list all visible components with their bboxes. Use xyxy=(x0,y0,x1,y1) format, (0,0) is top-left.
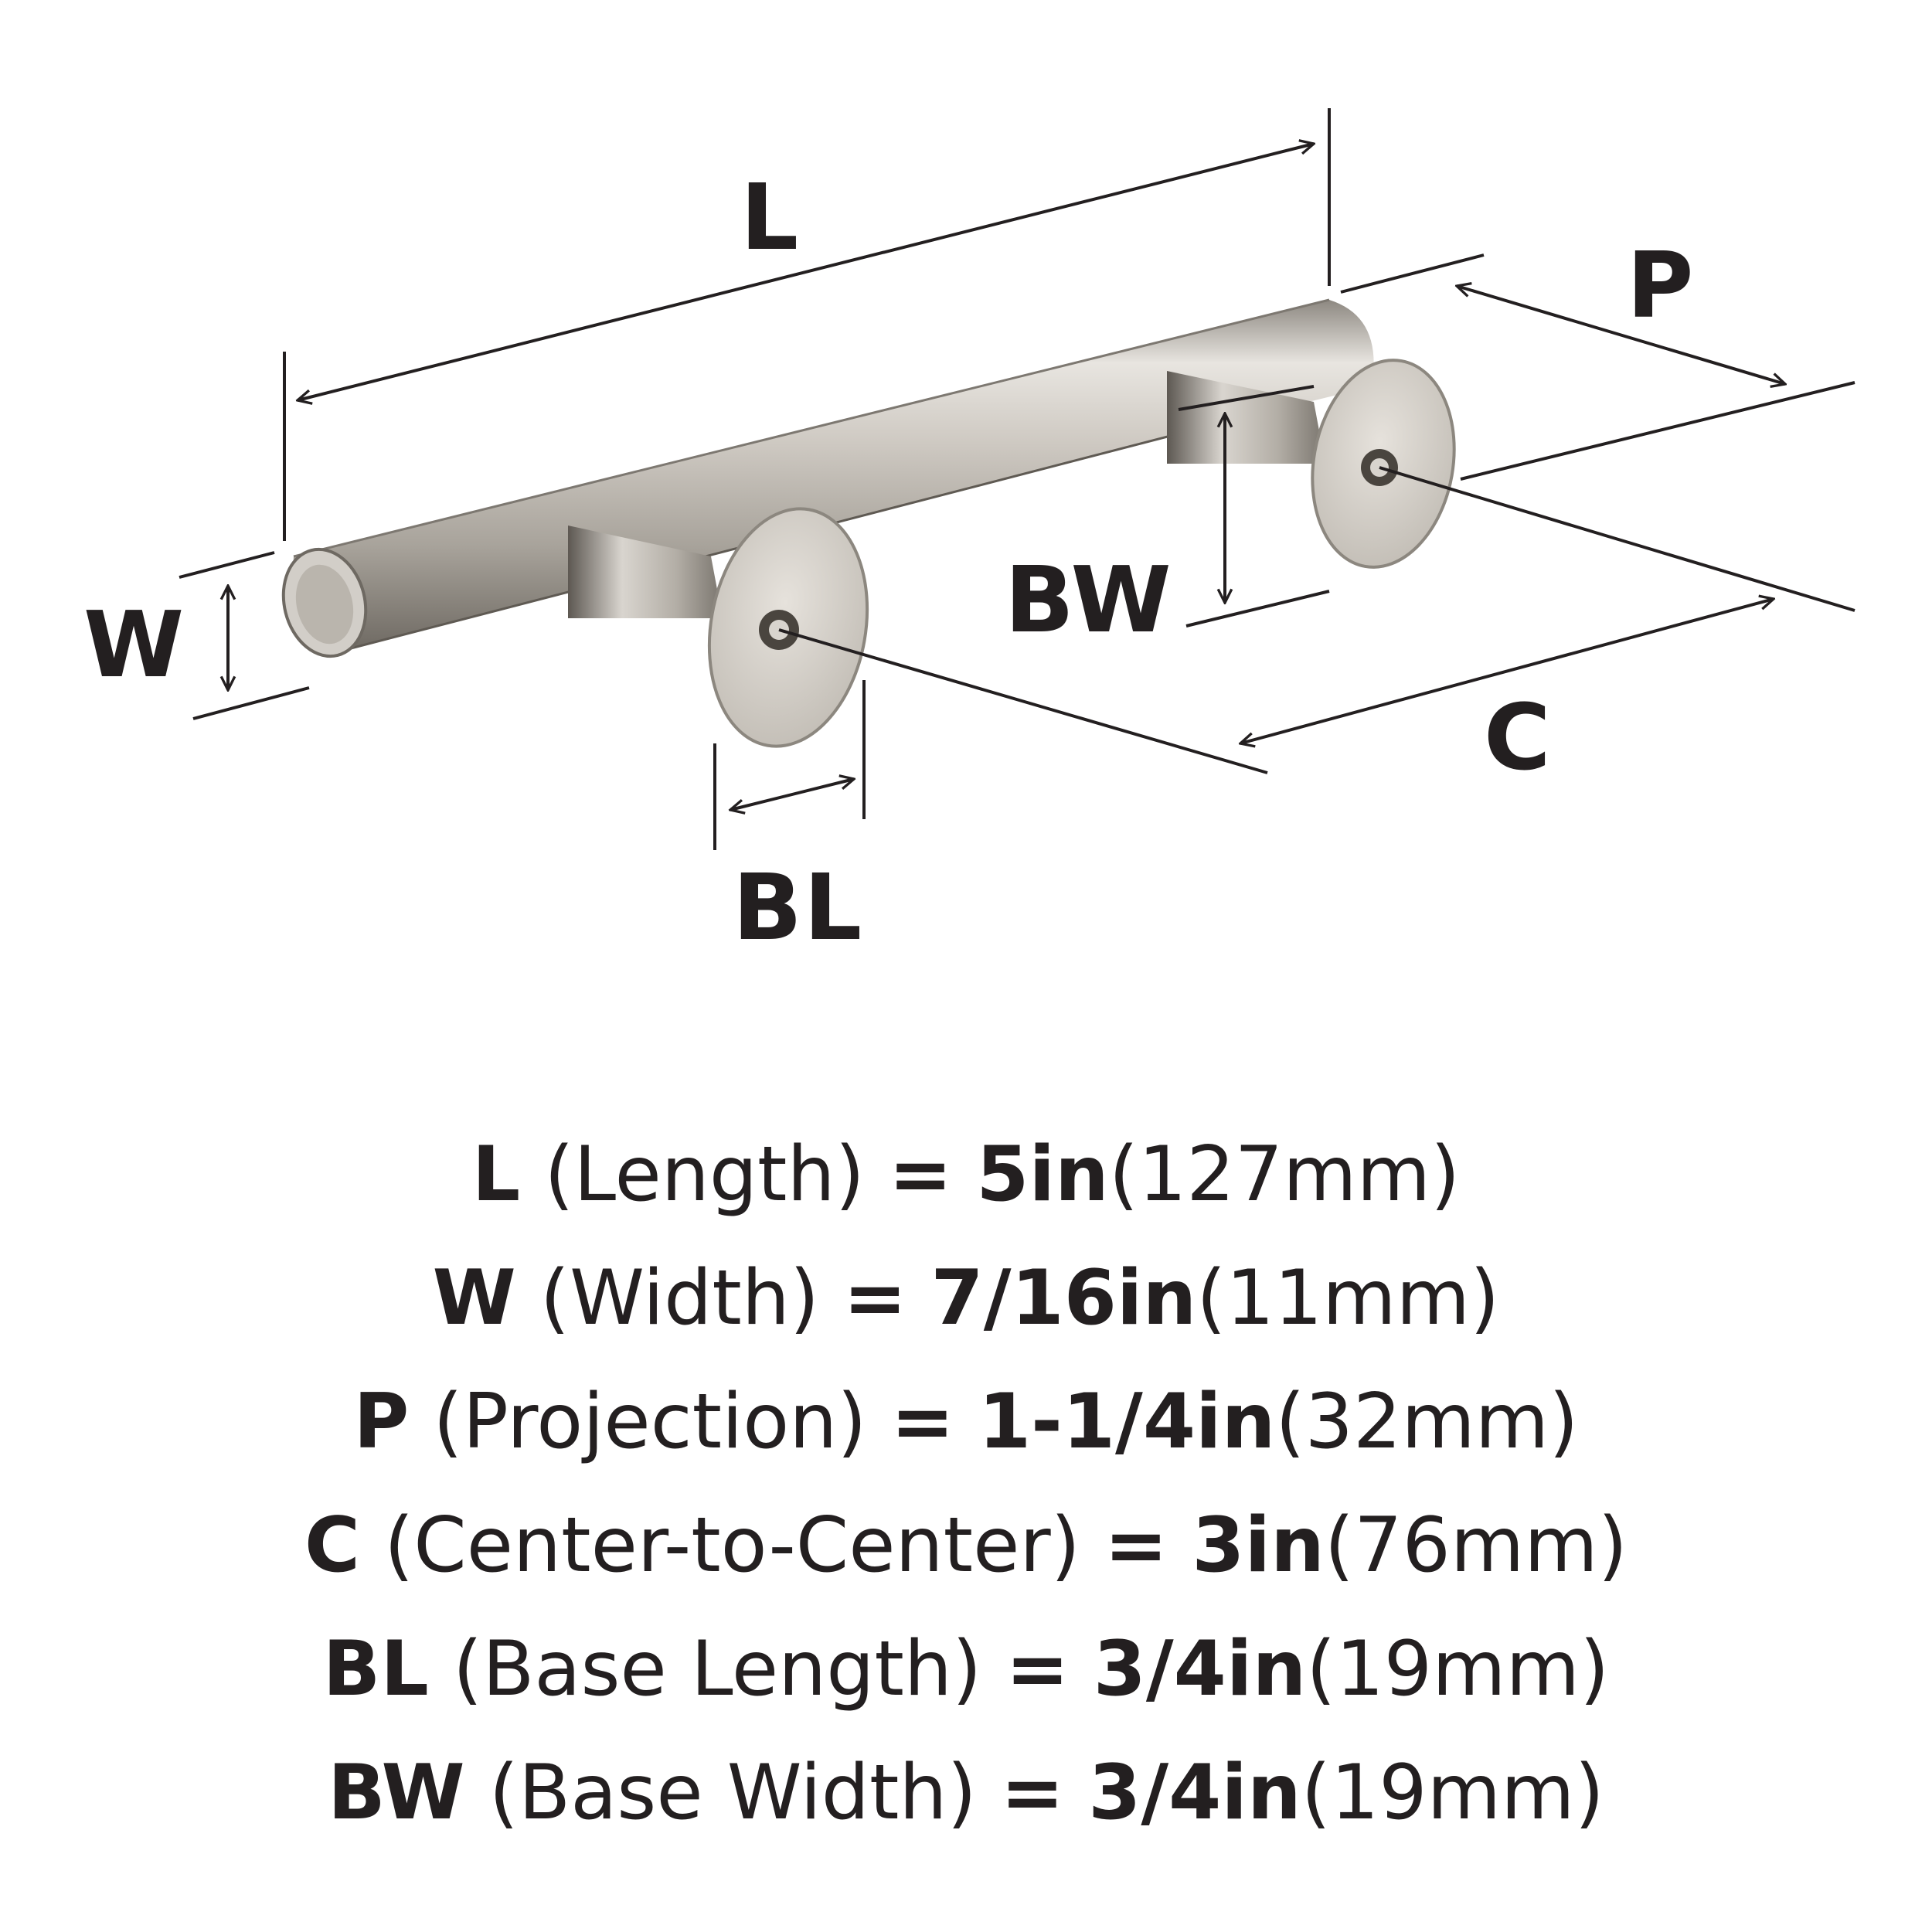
spec-imperial: 1-1/4in xyxy=(978,1378,1276,1466)
label-BW: BW xyxy=(1005,546,1173,653)
spec-name: (Length) xyxy=(544,1131,865,1219)
spec-code: P xyxy=(353,1378,410,1466)
left-post xyxy=(568,507,869,748)
dimension-diagram: L P W BW C BL xyxy=(83,108,1855,961)
spec-equals: = xyxy=(888,1131,953,1219)
spec-equals: = xyxy=(843,1254,907,1342)
label-L: L xyxy=(740,164,801,270)
spec-row-base-length: BL (Base Length) = 3/4in(19mm) xyxy=(0,1607,1932,1731)
spec-name: (Center-to-Center) xyxy=(384,1502,1080,1590)
bar-pull-drawing xyxy=(179,108,1855,850)
spec-row-width: W (Width) = 7/16in(11mm) xyxy=(0,1236,1932,1360)
spec-name: (Projection) xyxy=(433,1378,867,1466)
spec-code: L xyxy=(471,1131,521,1219)
spec-code: BL xyxy=(322,1625,429,1713)
spec-row-center-to-center: C (Center-to-Center) = 3in(76mm) xyxy=(0,1484,1932,1607)
spec-name: (Width) xyxy=(539,1254,820,1342)
spec-code: W xyxy=(432,1254,516,1342)
label-P: P xyxy=(1627,232,1696,338)
spec-metric: (32mm) xyxy=(1275,1378,1579,1466)
spec-name: (Base Length) xyxy=(452,1625,982,1713)
spec-imperial: 5in xyxy=(976,1131,1109,1219)
spec-row-length: L (Length) = 5in(127mm) xyxy=(0,1113,1932,1236)
spec-metric: (76mm) xyxy=(1324,1502,1628,1590)
label-BL: BL xyxy=(733,854,864,961)
spec-metric: (11mm) xyxy=(1196,1254,1500,1342)
spec-imperial: 3/4in xyxy=(1093,1625,1307,1713)
spec-list: L (Length) = 5in(127mm) W (Width) = 7/16… xyxy=(0,1113,1932,1855)
spec-code: BW xyxy=(328,1749,465,1837)
spec-equals: = xyxy=(890,1378,954,1466)
label-W: W xyxy=(83,591,186,698)
spec-imperial: 3/4in xyxy=(1088,1749,1301,1837)
spec-imperial: 7/16in xyxy=(930,1254,1197,1342)
spec-row-projection: P (Projection) = 1-1/4in(32mm) xyxy=(0,1360,1932,1484)
dimension-lines xyxy=(179,108,1855,850)
spec-name: (Base Width) xyxy=(488,1749,977,1837)
spec-equals: = xyxy=(1000,1749,1065,1837)
spec-code: C xyxy=(304,1502,360,1590)
spec-imperial: 3in xyxy=(1192,1502,1325,1590)
spec-metric: (19mm) xyxy=(1306,1625,1610,1713)
spec-equals: = xyxy=(1104,1502,1168,1590)
spec-row-base-width: BW (Base Width) = 3/4in(19mm) xyxy=(0,1731,1932,1855)
spec-metric: (19mm) xyxy=(1301,1749,1604,1837)
spec-metric: (127mm) xyxy=(1108,1131,1461,1219)
spec-equals: = xyxy=(1005,1625,1070,1713)
label-C: C xyxy=(1484,684,1553,791)
